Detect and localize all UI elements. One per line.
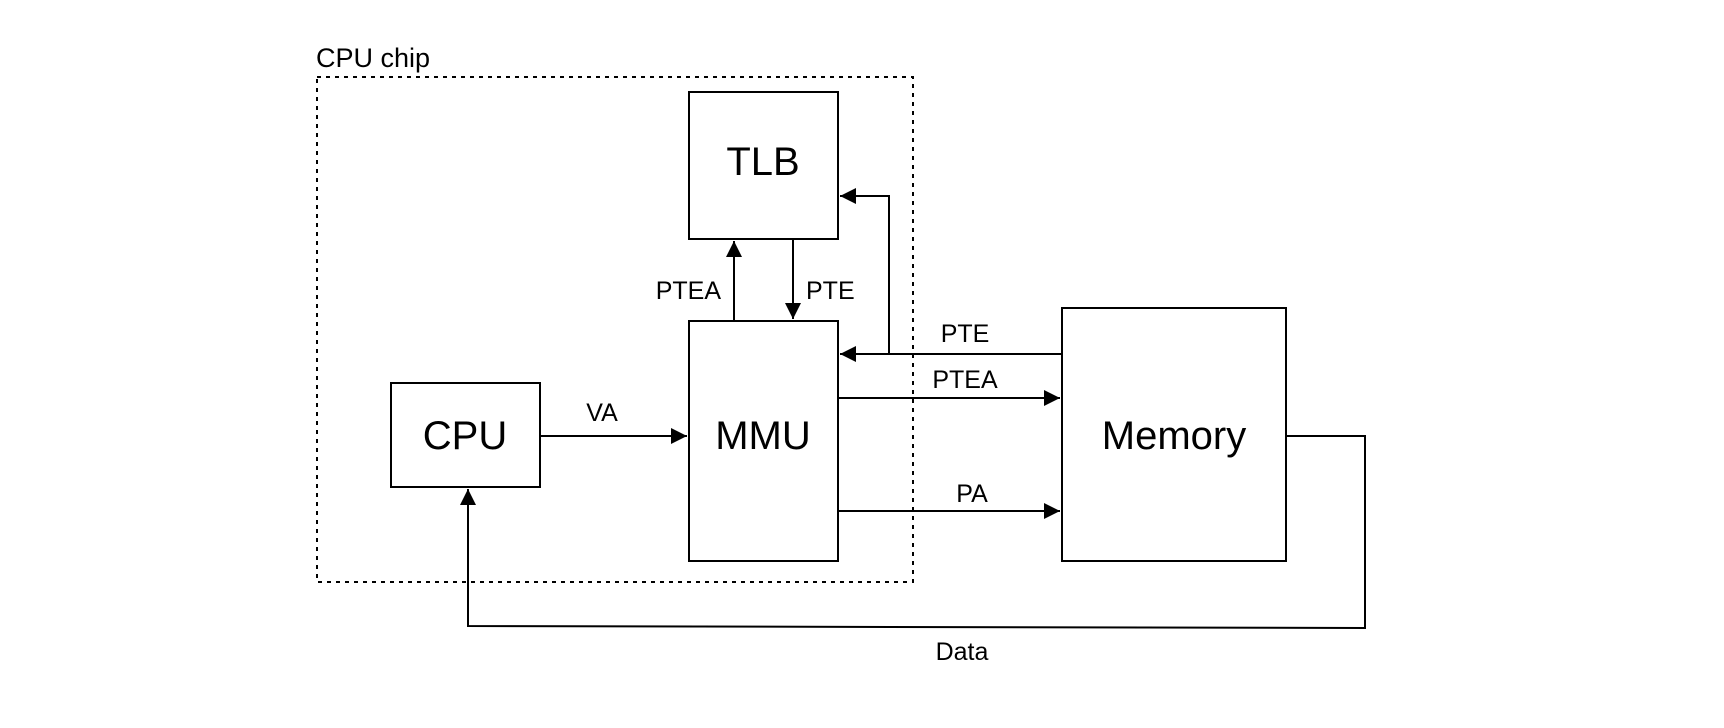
mmu-block: MMU: [688, 320, 839, 562]
cpu-box: [390, 382, 541, 488]
memory-box: [1061, 307, 1287, 562]
arrow-memory-pte-to-tlb: [840, 188, 890, 354]
edge-label-pte-from-memory: PTE: [941, 320, 990, 348]
memory-block: Memory: [1061, 307, 1287, 562]
edge-label-va: VA: [586, 399, 618, 427]
cpu-label: CPU: [423, 414, 507, 458]
cpu-block: CPU: [390, 382, 541, 488]
mmu-box: [688, 320, 839, 562]
edge-label-pte-from-tlb: PTE: [806, 277, 855, 305]
edge-label-ptea-to-memory: PTEA: [932, 366, 998, 394]
tlb-label: TLB: [726, 140, 799, 184]
edge-label-ptea-to-tlb: PTEA: [656, 277, 722, 305]
edge-label-data: Data: [936, 638, 989, 666]
arrow-memory-to-cpu: [460, 435, 1366, 630]
tlb-box: [688, 91, 839, 240]
memory-label: Memory: [1102, 414, 1246, 458]
tlb-block: TLB: [688, 91, 839, 240]
cpu-chip-boundary: [316, 76, 914, 583]
mmu-label: MMU: [715, 414, 811, 458]
edge-label-pa: PA: [956, 480, 988, 508]
cpu-chip-label: CPU chip: [316, 43, 430, 73]
